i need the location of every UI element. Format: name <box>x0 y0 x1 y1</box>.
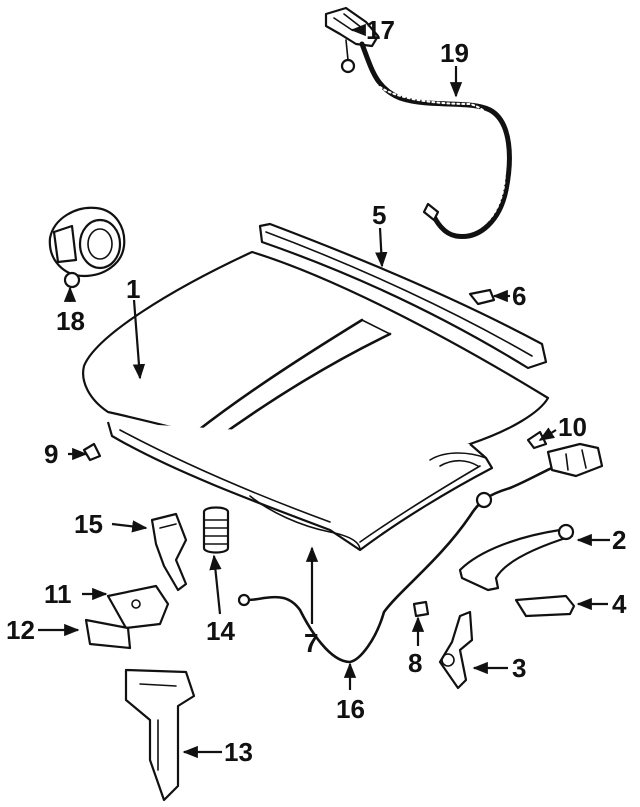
callout-13: 13 <box>224 737 253 767</box>
callout-17: 17 <box>366 15 395 45</box>
callout-10: 10 <box>558 412 587 442</box>
callout-14: 14 <box>206 616 235 646</box>
part-4-bracket <box>514 594 576 618</box>
part-13-support <box>124 668 196 802</box>
callout-1: 1 <box>126 274 140 304</box>
part-18-component <box>48 206 126 289</box>
part-5-seal <box>258 222 548 370</box>
callout-6: 6 <box>512 281 526 311</box>
callout-9: 9 <box>44 439 58 469</box>
part-2-hinge <box>458 523 575 592</box>
part-19-wiring-harness <box>359 41 512 239</box>
callout-18: 18 <box>56 306 85 336</box>
part-9-bumper <box>82 442 102 462</box>
callout-16: 16 <box>336 694 365 724</box>
callout-15: 15 <box>74 509 103 539</box>
part-1-hood <box>82 250 550 552</box>
part-6-clip <box>468 288 496 306</box>
part-16-release-cable <box>237 442 604 664</box>
callout-11: 11 <box>44 579 72 609</box>
part-14-spring <box>202 506 230 554</box>
callout-8: 8 <box>408 648 422 678</box>
callout-4: 4 <box>612 589 627 619</box>
part-3-prop <box>438 610 474 690</box>
part-10-clip <box>526 430 548 450</box>
callout-3: 3 <box>512 653 526 683</box>
callout-labels: 1 2 3 4 5 6 7 8 9 10 11 12 13 14 15 16 1… <box>6 15 627 767</box>
callout-2: 2 <box>612 525 626 555</box>
callout-5: 5 <box>372 200 386 230</box>
callout-7: 7 <box>304 628 318 658</box>
callout-12: 12 <box>6 615 35 645</box>
leader-lines <box>38 23 610 759</box>
part-12-bracket <box>84 618 132 650</box>
part-15-latch <box>150 512 188 592</box>
part-8-clip <box>412 600 430 618</box>
part-11-latch <box>106 584 170 630</box>
callout-19: 19 <box>440 38 469 68</box>
